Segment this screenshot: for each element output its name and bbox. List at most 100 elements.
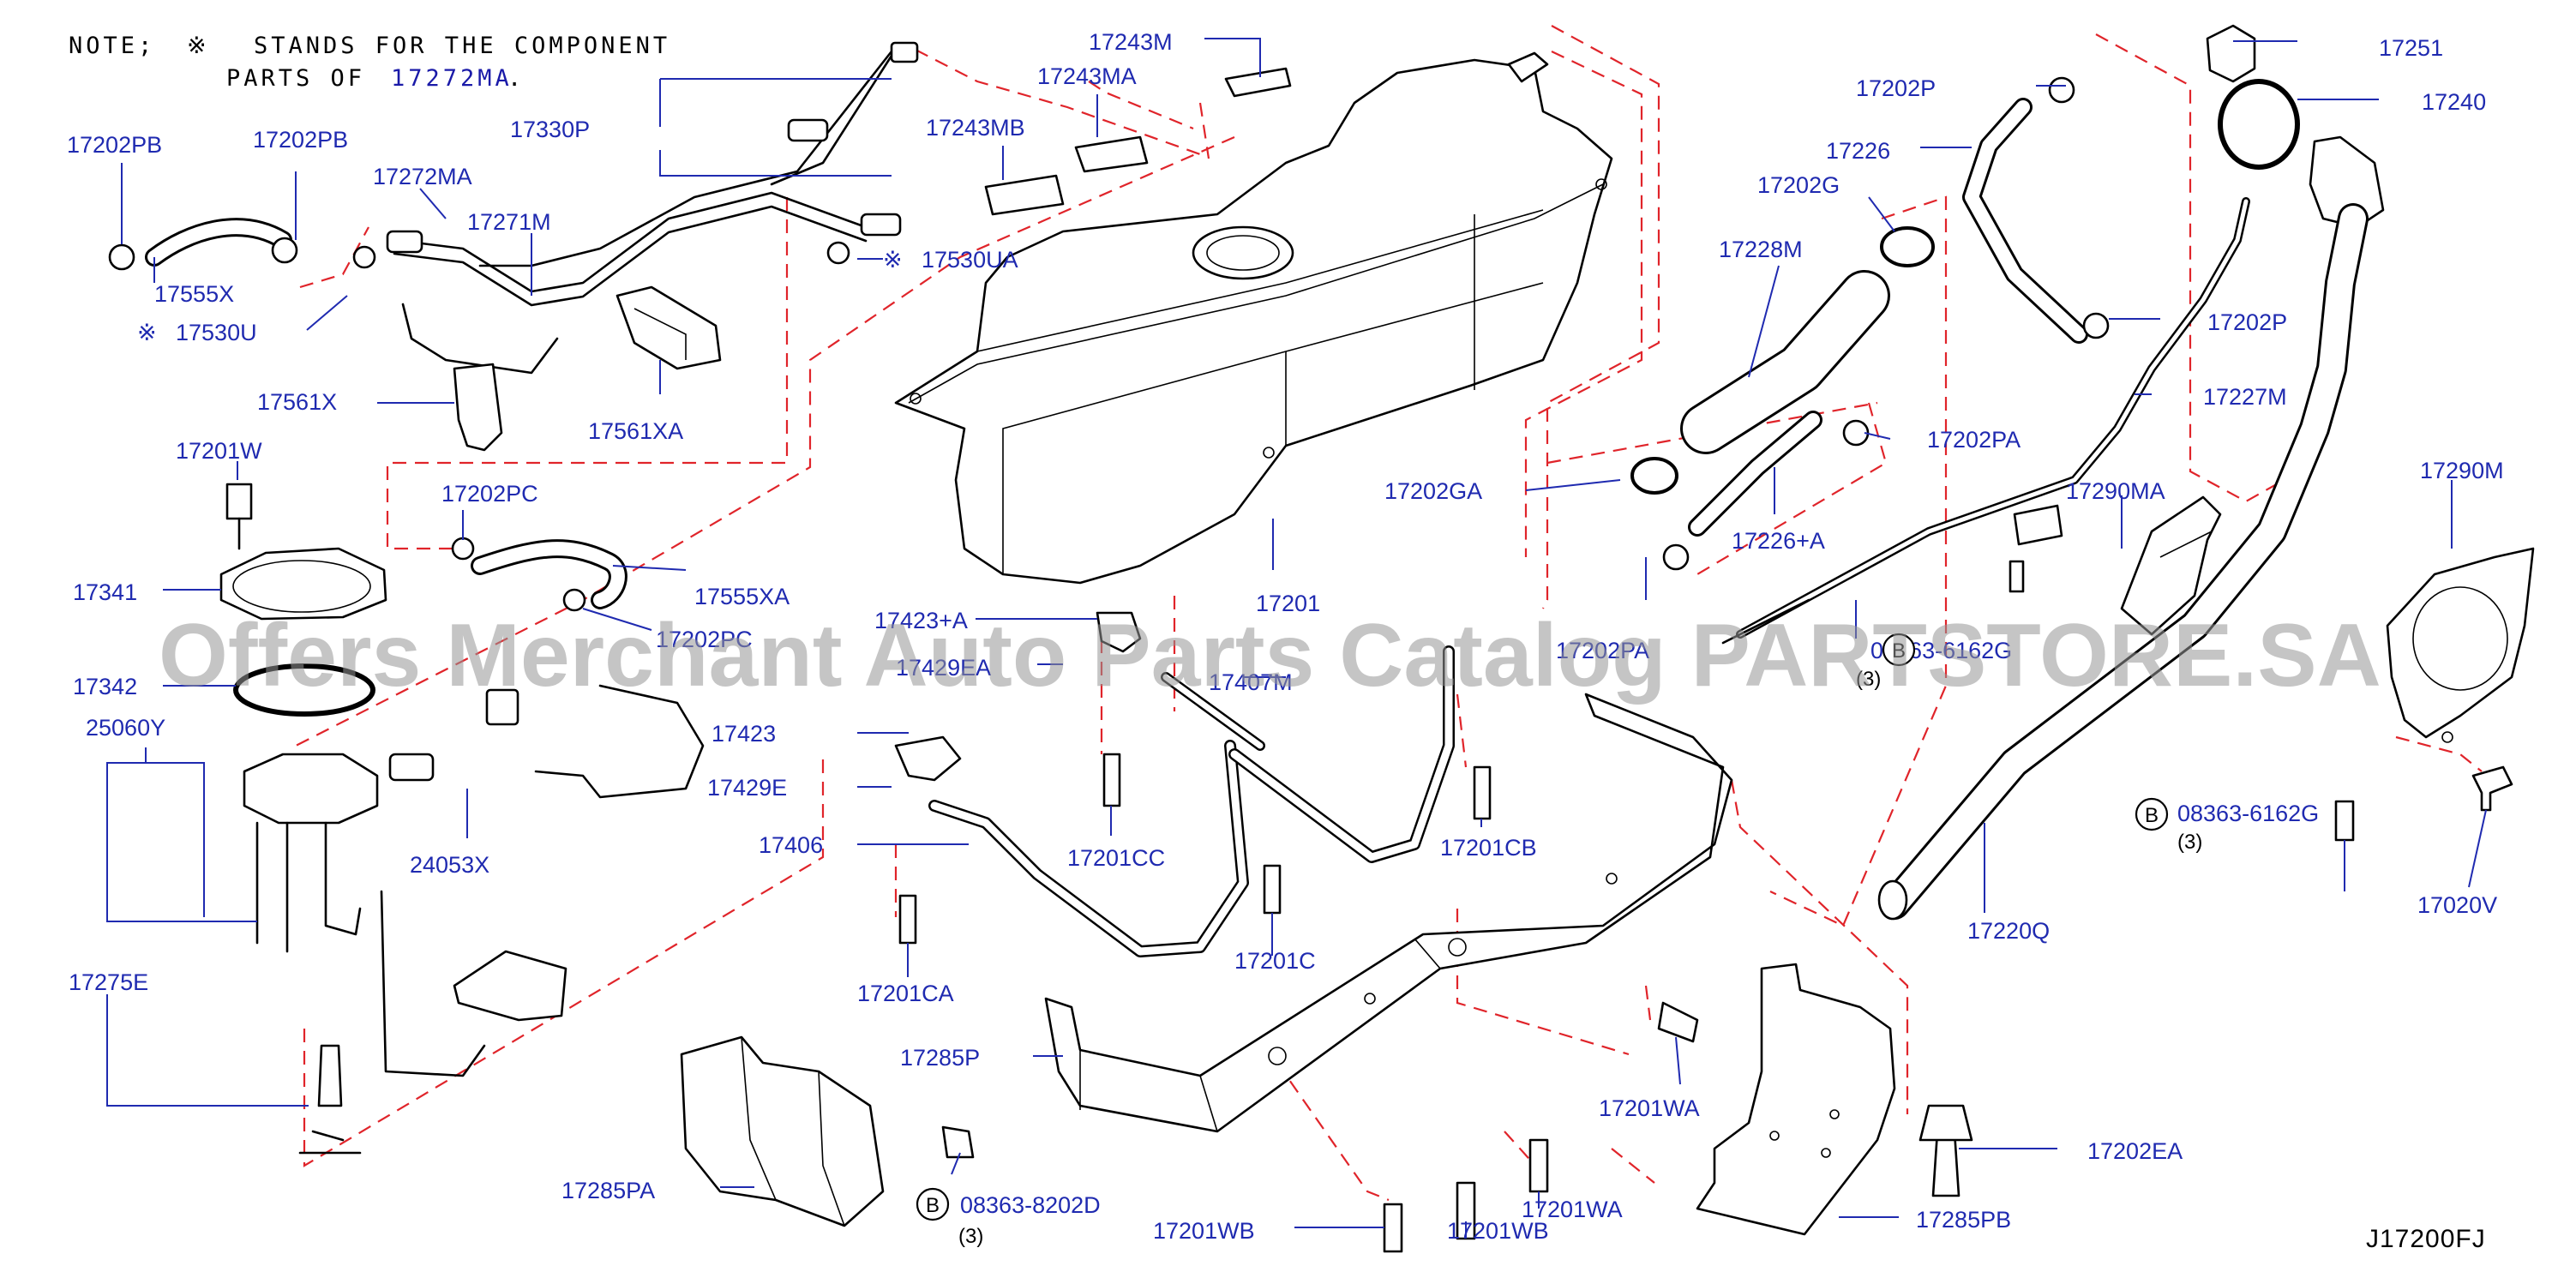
label-08363-6162g[interactable]: 08363-6162G <box>2177 801 2319 826</box>
bolt-marker-bottom: B <box>916 1187 950 1221</box>
label-17202pb-right[interactable]: 17202PB <box>253 127 348 153</box>
bolt-reference-markers: B B B <box>916 633 2169 1221</box>
label-17243m[interactable]: 17243M <box>1089 29 1173 55</box>
label-17341[interactable]: 17341 <box>73 579 137 605</box>
label-17272ma[interactable]: 17272MA <box>373 164 472 189</box>
label-17407m[interactable]: 17407M <box>1209 669 1293 695</box>
note-line2: PARTS OF <box>226 65 365 92</box>
label-17342[interactable]: 17342 <box>73 674 137 699</box>
label-17202pb-left[interactable]: 17202PB <box>67 132 162 158</box>
label-17530u[interactable]: 17530U <box>176 320 257 345</box>
label-17201wa-low[interactable]: 17201WA <box>1522 1197 1623 1222</box>
label-17530u-symbol: ※ <box>137 320 157 345</box>
label-17201wb-left[interactable]: 17201WB <box>1153 1218 1255 1244</box>
note-symbol: ※ <box>187 33 210 59</box>
breather-tube-17227m[interactable] <box>1721 197 2250 645</box>
label-17201wb-right[interactable]: 17201WB <box>1447 1218 1549 1244</box>
label-17201cc[interactable]: 17201CC <box>1067 845 1165 871</box>
label-17561x[interactable]: 17561X <box>257 389 337 415</box>
line-clips[interactable] <box>453 285 722 452</box>
label-17285pa[interactable]: 17285PA <box>561 1178 655 1203</box>
label-17202pc-low[interactable]: 17202PC <box>656 627 753 652</box>
filler-housing-17290m[interactable] <box>2386 547 2535 743</box>
filler-hoses[interactable] <box>1630 76 2110 571</box>
svg-text:B: B <box>2145 804 2159 827</box>
label-17423a[interactable]: 17423+A <box>874 608 968 633</box>
grommet-17202ea[interactable] <box>1918 1104 1973 1142</box>
part-labels: 17202PB 17202PB 17272MA 17271M 17330P 17… <box>67 29 2504 1248</box>
label-08363-6162g-qty: (3) <box>2177 831 2202 854</box>
watermark: Offers Merchant Auto Parts Catalog PARTS… <box>159 606 2381 705</box>
tank-insulator-pads[interactable] <box>984 67 1292 216</box>
note-prefix: NOTE; <box>69 33 155 59</box>
fuel-pump-assembly[interactable] <box>219 483 567 1155</box>
label-17020v[interactable]: 17020V <box>2417 892 2497 918</box>
tank-straps[interactable] <box>894 611 1455 957</box>
label-17201[interactable]: 17201 <box>1256 591 1320 616</box>
fuel-tank[interactable] <box>894 51 1613 585</box>
tank-protector-17285p[interactable] <box>1044 693 1733 1133</box>
label-17423[interactable]: 17423 <box>712 721 776 747</box>
label-17202ea[interactable]: 17202EA <box>2087 1138 2183 1164</box>
label-08363-8202d-qty: (3) <box>958 1225 983 1248</box>
label-17251[interactable]: 17251 <box>2379 35 2443 61</box>
label-17220q[interactable]: 17220Q <box>1967 918 2050 944</box>
svg-text:B: B <box>1892 639 1906 663</box>
label-17201cb[interactable]: 17201CB <box>1440 835 1537 861</box>
wire-harness-24053x[interactable] <box>388 684 705 799</box>
label-17561xa[interactable]: 17561XA <box>588 418 683 444</box>
label-17201w[interactable]: 17201W <box>176 438 262 464</box>
label-17285pb[interactable]: 17285PB <box>1916 1207 2011 1233</box>
label-17202pa-top[interactable]: 17202PA <box>1927 427 2021 453</box>
label-17530ua[interactable]: 17530UA <box>922 247 1018 273</box>
label-17202p-top[interactable]: 17202P <box>1856 75 1936 101</box>
label-17240[interactable]: 17240 <box>2422 89 2486 115</box>
label-17243mb[interactable]: 17243MB <box>926 115 1025 141</box>
bracket-17285pa[interactable] <box>680 1035 885 1227</box>
component-note: NOTE; ※ STANDS FOR THE COMPONENT PARTS O… <box>69 33 670 92</box>
label-17290m[interactable]: 17290M <box>2420 458 2504 483</box>
diagram-code: J17200FJ <box>2366 1225 2486 1253</box>
fuel-lines-assembly[interactable] <box>386 41 919 375</box>
label-17429ea[interactable]: 17429EA <box>896 655 991 681</box>
label-17201ca[interactable]: 17201CA <box>857 981 954 1006</box>
label-17243ma[interactable]: 17243MA <box>1037 63 1137 89</box>
label-17226[interactable]: 17226 <box>1826 138 1890 164</box>
drain-plug-17020v[interactable] <box>2471 765 2513 812</box>
label-17202g[interactable]: 17202G <box>1757 172 1840 198</box>
label-17227m[interactable]: 17227M <box>2203 384 2287 410</box>
label-08363-6162g-mid-qty: (3) <box>1856 668 1881 691</box>
protector-17285pb[interactable] <box>1696 963 1896 1236</box>
fuel-hose-17555xa[interactable] <box>451 537 627 612</box>
label-17202p-mid[interactable]: 17202P <box>2207 309 2287 335</box>
label-17202pa-low[interactable]: 17202PA <box>1556 638 1649 663</box>
label-24053x[interactable]: 24053X <box>410 852 489 878</box>
label-17271m[interactable]: 17271M <box>467 209 551 235</box>
label-17201c[interactable]: 17201C <box>1234 948 1316 974</box>
label-17228m[interactable]: 17228M <box>1719 237 1803 262</box>
label-17290ma[interactable]: 17290MA <box>2066 478 2165 504</box>
label-25060y[interactable]: 25060Y <box>86 715 165 741</box>
filler-cap-and-neck[interactable] <box>1877 24 2385 921</box>
label-17226a[interactable]: 17226+A <box>1732 528 1825 554</box>
label-17202ga[interactable]: 17202GA <box>1384 478 1482 504</box>
note-line1: STANDS FOR THE COMPONENT <box>254 33 670 59</box>
label-17406[interactable]: 17406 <box>759 832 823 858</box>
label-08363-8202d[interactable]: 08363-8202D <box>960 1192 1101 1218</box>
fuel-hose-17555x[interactable] <box>108 218 850 271</box>
bolts[interactable] <box>898 560 2355 1253</box>
label-17330p[interactable]: 17330P <box>510 117 590 142</box>
bolt-marker-mid: B <box>1882 633 1916 667</box>
note-part-link[interactable]: 17272MA <box>391 65 513 92</box>
filler-bracket-17290ma[interactable] <box>2120 495 2222 636</box>
label-17202pc-top[interactable]: 17202PC <box>441 481 538 507</box>
label-17275e[interactable]: 17275E <box>69 969 148 995</box>
label-17429e[interactable]: 17429E <box>707 775 787 801</box>
label-17555x[interactable]: 17555X <box>154 281 234 307</box>
label-17285p[interactable]: 17285P <box>900 1045 980 1071</box>
leader-lines <box>106 38 2487 1239</box>
label-17555xa[interactable]: 17555XA <box>694 584 790 609</box>
label-17201wa-right[interactable]: 17201WA <box>1599 1095 1700 1121</box>
svg-text:B: B <box>926 1194 940 1217</box>
